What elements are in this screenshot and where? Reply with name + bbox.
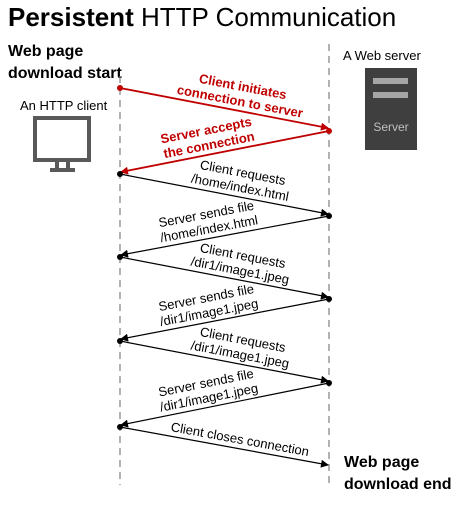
message-arrow <box>119 173 329 217</box>
message-arrow <box>120 215 330 258</box>
start-label-line2: download start <box>8 65 122 82</box>
server-icon: Server <box>365 68 417 150</box>
message-9: Client closes connection <box>117 419 329 468</box>
message-arrow <box>120 298 330 342</box>
monitor-icon <box>33 116 91 172</box>
message-7: Client requests/dir1/image1.jpeg <box>117 323 329 384</box>
message-arrow <box>119 426 329 468</box>
message-arrow <box>119 256 329 300</box>
message-label: Client initiatesconnection to server <box>176 67 307 121</box>
server-box-text: Server <box>373 120 408 134</box>
end-label-line2: download end <box>344 476 452 493</box>
message-label: Client closes connection <box>170 419 311 459</box>
message-arrow <box>120 382 330 428</box>
message-arrow <box>120 130 330 175</box>
message-8: Server sends file/dir1/image1.jpeg <box>120 366 332 428</box>
server-label: A Web server <box>343 48 421 63</box>
message-label: Client requests/dir1/image1.jpeg <box>190 323 294 371</box>
message-label-line: Client closes connection <box>170 419 311 459</box>
start-label-line1: Web page <box>8 43 83 60</box>
message-label: Server sends file/home/index.html <box>156 198 259 246</box>
title-rest: HTTP Communication <box>134 2 397 32</box>
title-bold: Persistent <box>8 2 134 32</box>
message-arrow <box>119 87 329 131</box>
diagram-title: Persistent HTTP Communication <box>8 2 396 32</box>
end-label-line1: Web page <box>344 454 419 471</box>
client-label: An HTTP client <box>20 98 108 113</box>
message-arrow <box>119 340 329 384</box>
message-layer: Client initiatesconnection to serverServ… <box>117 67 332 468</box>
